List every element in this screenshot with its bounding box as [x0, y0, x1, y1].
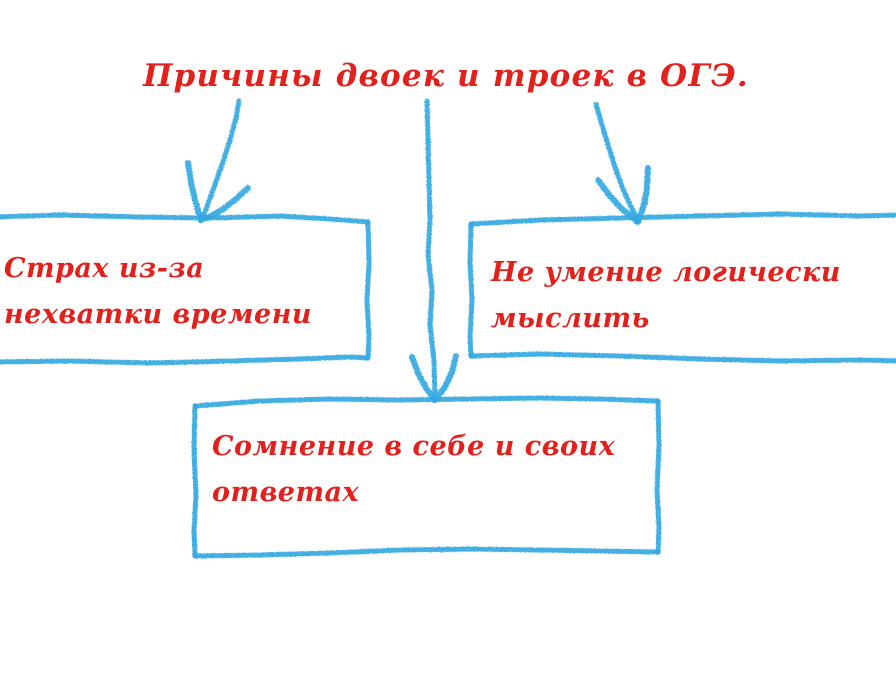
arrow-to-right-box — [593, 101, 651, 225]
bottom-box-line-1: Сомнение в себе и своих — [212, 431, 616, 462]
arrow-to-left-box — [185, 98, 251, 223]
left-box-line-1: Страх из-за — [4, 253, 205, 284]
right-box-line-2: мыслить — [491, 303, 650, 334]
left-box-line-2: нехватки времени — [4, 299, 313, 330]
bottom-box-line-2: ответах — [212, 477, 360, 508]
right-box-line-1: Не умение логически — [491, 257, 841, 288]
diagram-title: Причины двоек и троек в ОГЭ. — [143, 58, 749, 94]
arrow-to-bottom-box — [409, 98, 459, 403]
